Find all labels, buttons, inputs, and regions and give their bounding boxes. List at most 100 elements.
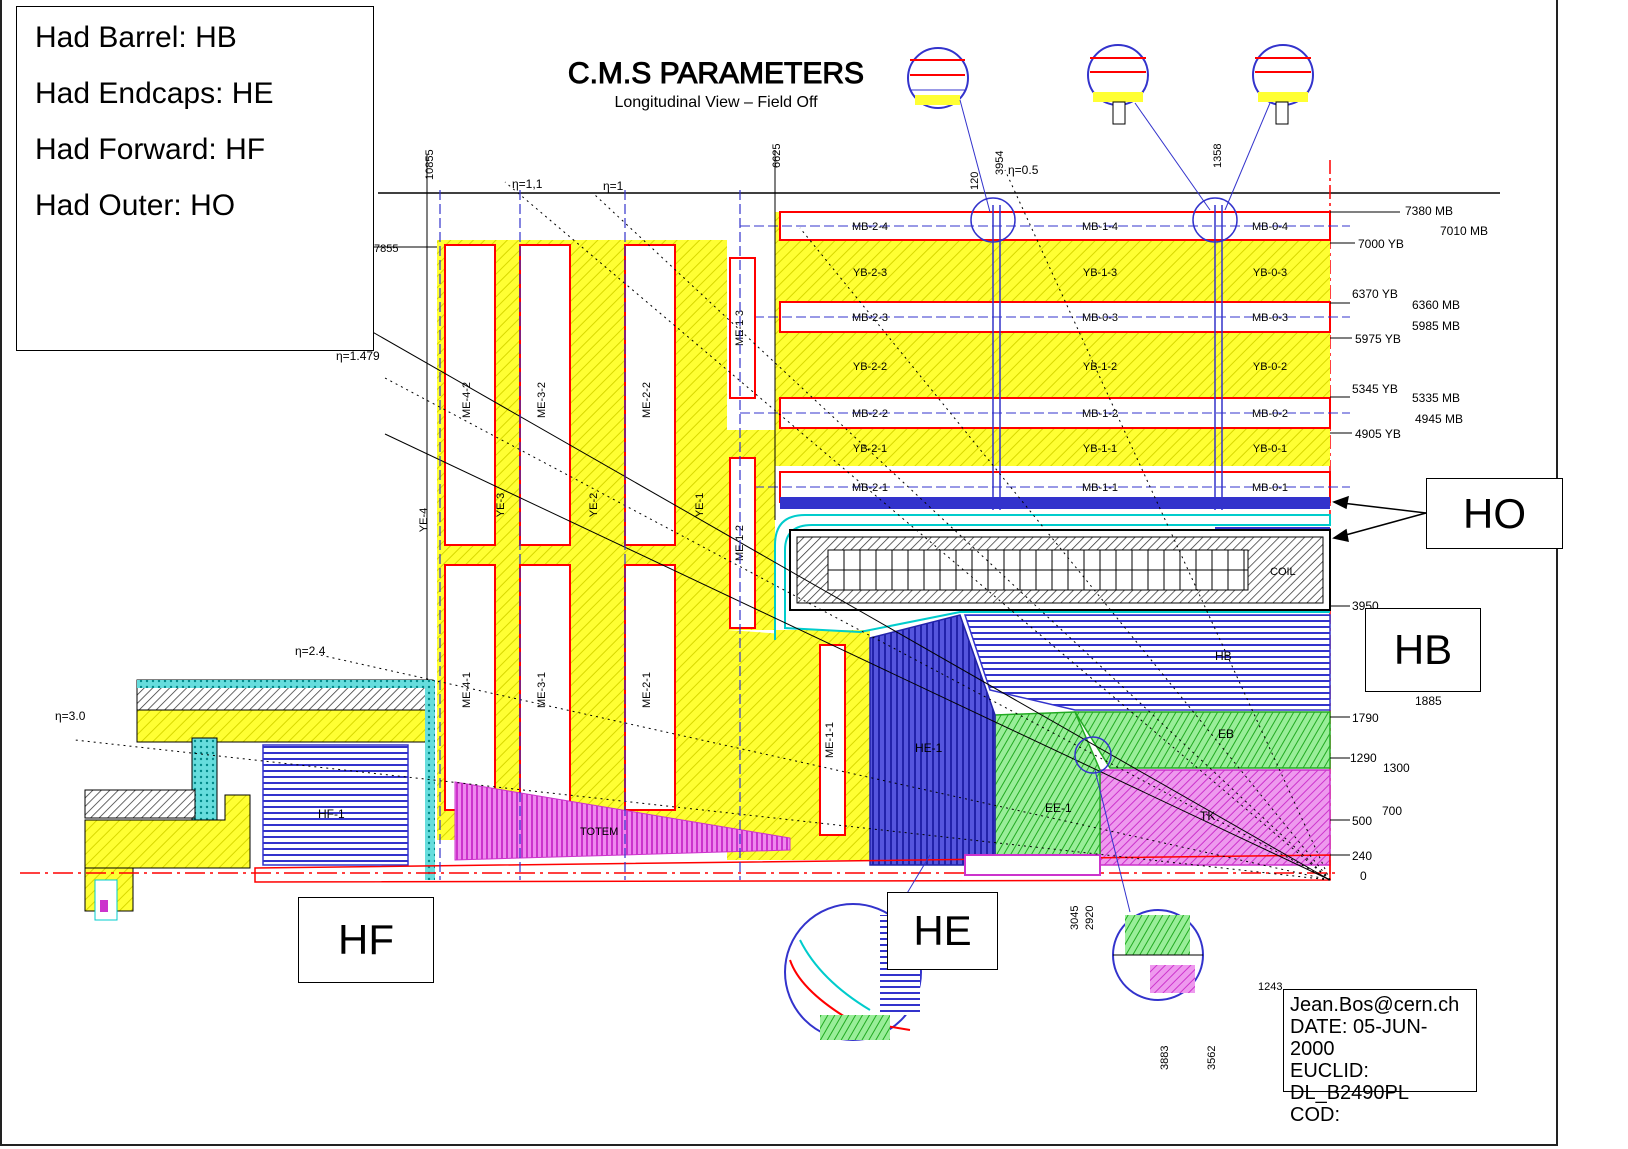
yb-label: YB-2-1	[853, 443, 887, 455]
dimension-label: 6360 MB	[1412, 298, 1460, 312]
eta-label: η=0.5	[1008, 163, 1039, 177]
ho-layer-1	[780, 497, 1330, 509]
dimension-label: 4905 YB	[1355, 427, 1401, 441]
mb-label: MB-0-4	[1252, 221, 1288, 233]
coil-label: COIL	[1270, 566, 1296, 578]
mb-label: MB-1-4	[1082, 221, 1118, 233]
mb-label: MB-1-2	[1082, 408, 1118, 420]
ye-label: YE-3	[495, 493, 507, 517]
eta-label: η=3.0	[55, 709, 86, 723]
he-label: HE-1	[915, 741, 943, 755]
legend-line-hb: Had Barrel: HB	[35, 21, 237, 54]
mb-label: MB-1-1	[1082, 482, 1118, 494]
me-label: ME-3-2	[536, 382, 548, 418]
dimension-label: 4945 MB	[1415, 412, 1463, 426]
stamp-cod: COD:	[1290, 1104, 1340, 1126]
dimension-label: 700	[1382, 804, 1402, 818]
dimension-label: 3883	[1159, 1046, 1171, 1070]
yb-label: YB-0-1	[1253, 443, 1287, 455]
me-label: ME-3-1	[536, 672, 548, 708]
callout-ho: HO	[1426, 478, 1563, 549]
eta-label: η=1	[603, 179, 624, 193]
callout-hf: HF	[298, 897, 434, 983]
me-label: ME-1-3	[734, 310, 746, 346]
dimension-label: 5335 MB	[1412, 391, 1460, 405]
yb-label: YB-2-3	[853, 267, 887, 279]
yb-label: YB-0-3	[1253, 267, 1287, 279]
dimension-label: 5985 MB	[1412, 319, 1460, 333]
ho-arrows	[1332, 495, 1427, 542]
hf-label: HF-1	[318, 807, 345, 821]
mb-label: MB-0-2	[1252, 408, 1288, 420]
dimension-label: 120	[969, 172, 981, 190]
mb-label: MB-0-3	[1252, 312, 1288, 324]
em-barrel	[1073, 711, 1331, 769]
tk-label: TK	[1200, 809, 1215, 823]
drawing-frame	[0, 0, 1558, 1146]
dimension-label: 3954	[994, 151, 1006, 175]
me-label: ME-2-2	[641, 382, 653, 418]
muon-endcap-chambers	[444, 244, 846, 836]
eb-label: EB	[1218, 727, 1234, 741]
hb-label: HB	[1215, 649, 1232, 663]
eta-label: η=1,1	[512, 177, 543, 191]
title-block: Jean.Bos@cern.ch DATE: 05-JUN-2000 EUCLI…	[1283, 989, 1477, 1126]
eta-label: η=2.4	[295, 644, 326, 658]
yb-label: YB-1-2	[1083, 361, 1117, 373]
dimension-label: 2920	[1084, 906, 1096, 930]
legend-line-he: Had Endcaps: HE	[35, 77, 274, 110]
ee-label: EE-1	[1045, 801, 1072, 815]
stamp-date: DATE: 05-JUN-2000	[1290, 1016, 1428, 1060]
totem-label: TOTEM	[580, 826, 618, 838]
stamp-euclid: EUCLID: DL_B2490PL	[1290, 1060, 1409, 1104]
dimension-label: 10855	[424, 149, 436, 180]
dimension-label: 6370 YB	[1352, 287, 1398, 301]
me-label: ME-4-1	[461, 672, 473, 708]
dimension-label: 1290	[1350, 751, 1377, 765]
dimension-label: 7000 YB	[1358, 237, 1404, 251]
yb-label: YB-1-1	[1083, 443, 1117, 455]
dimension-label: 240	[1352, 849, 1372, 863]
ye-label: YE-2	[588, 493, 600, 517]
dimension-label: 5975 YB	[1355, 332, 1401, 346]
drawing-title: C.M.S PARAMETERS	[568, 57, 864, 90]
dimension-label: 3562	[1206, 1046, 1218, 1070]
dimension-label: 5345 YB	[1352, 382, 1398, 396]
dimension-label: 1790	[1352, 711, 1379, 725]
dimension-label: 1885	[1415, 694, 1442, 708]
stamp-email: Jean.Bos@cern.ch	[1290, 994, 1460, 1016]
mb-label: MB-2-1	[852, 482, 888, 494]
hadron-forward	[262, 744, 409, 866]
hadron-barrel	[963, 614, 1331, 711]
dimension-label: 1358	[1212, 144, 1224, 168]
dimension-label: 7855	[374, 243, 398, 255]
ye-label: YE-4	[418, 508, 430, 532]
dimension-label: 6625	[771, 144, 783, 168]
mb-label: MB-2-2	[852, 408, 888, 420]
dimension-label: 1300	[1383, 761, 1410, 775]
legend-box: Had Barrel: HB Had Endcaps: HE Had Forwa…	[16, 6, 374, 351]
mb-label: MB-0-1	[1252, 482, 1288, 494]
em-endcap	[994, 711, 1101, 866]
me-label: ME-4-2	[461, 382, 473, 418]
callout-he: HE	[887, 892, 998, 970]
dimension-label: 7010 MB	[1440, 224, 1488, 238]
legend-line-hf: Had Forward: HF	[35, 133, 266, 166]
drawing-subtitle: Longitudinal View – Field Off	[614, 94, 818, 111]
me-label: ME-2-1	[641, 672, 653, 708]
dimension-label: 1243	[1258, 981, 1282, 993]
yb-label: YB-1-3	[1083, 267, 1117, 279]
dimension-label: 500	[1352, 814, 1372, 828]
yb-label: YB-0-2	[1253, 361, 1287, 373]
dimension-label: 3045	[1069, 906, 1081, 930]
mb-label: MB-2-3	[852, 312, 888, 324]
mb-label: MB-2-4	[852, 221, 888, 233]
dimension-label: 7380 MB	[1405, 204, 1453, 218]
mb-label: MB-0-3	[1082, 312, 1118, 324]
eta-label: η=1.479	[336, 349, 380, 363]
totem	[454, 781, 791, 861]
ye-label: YE-1	[694, 493, 706, 517]
legend-line-ho: Had Outer: HO	[35, 189, 236, 222]
callout-hb: HB	[1365, 608, 1481, 692]
